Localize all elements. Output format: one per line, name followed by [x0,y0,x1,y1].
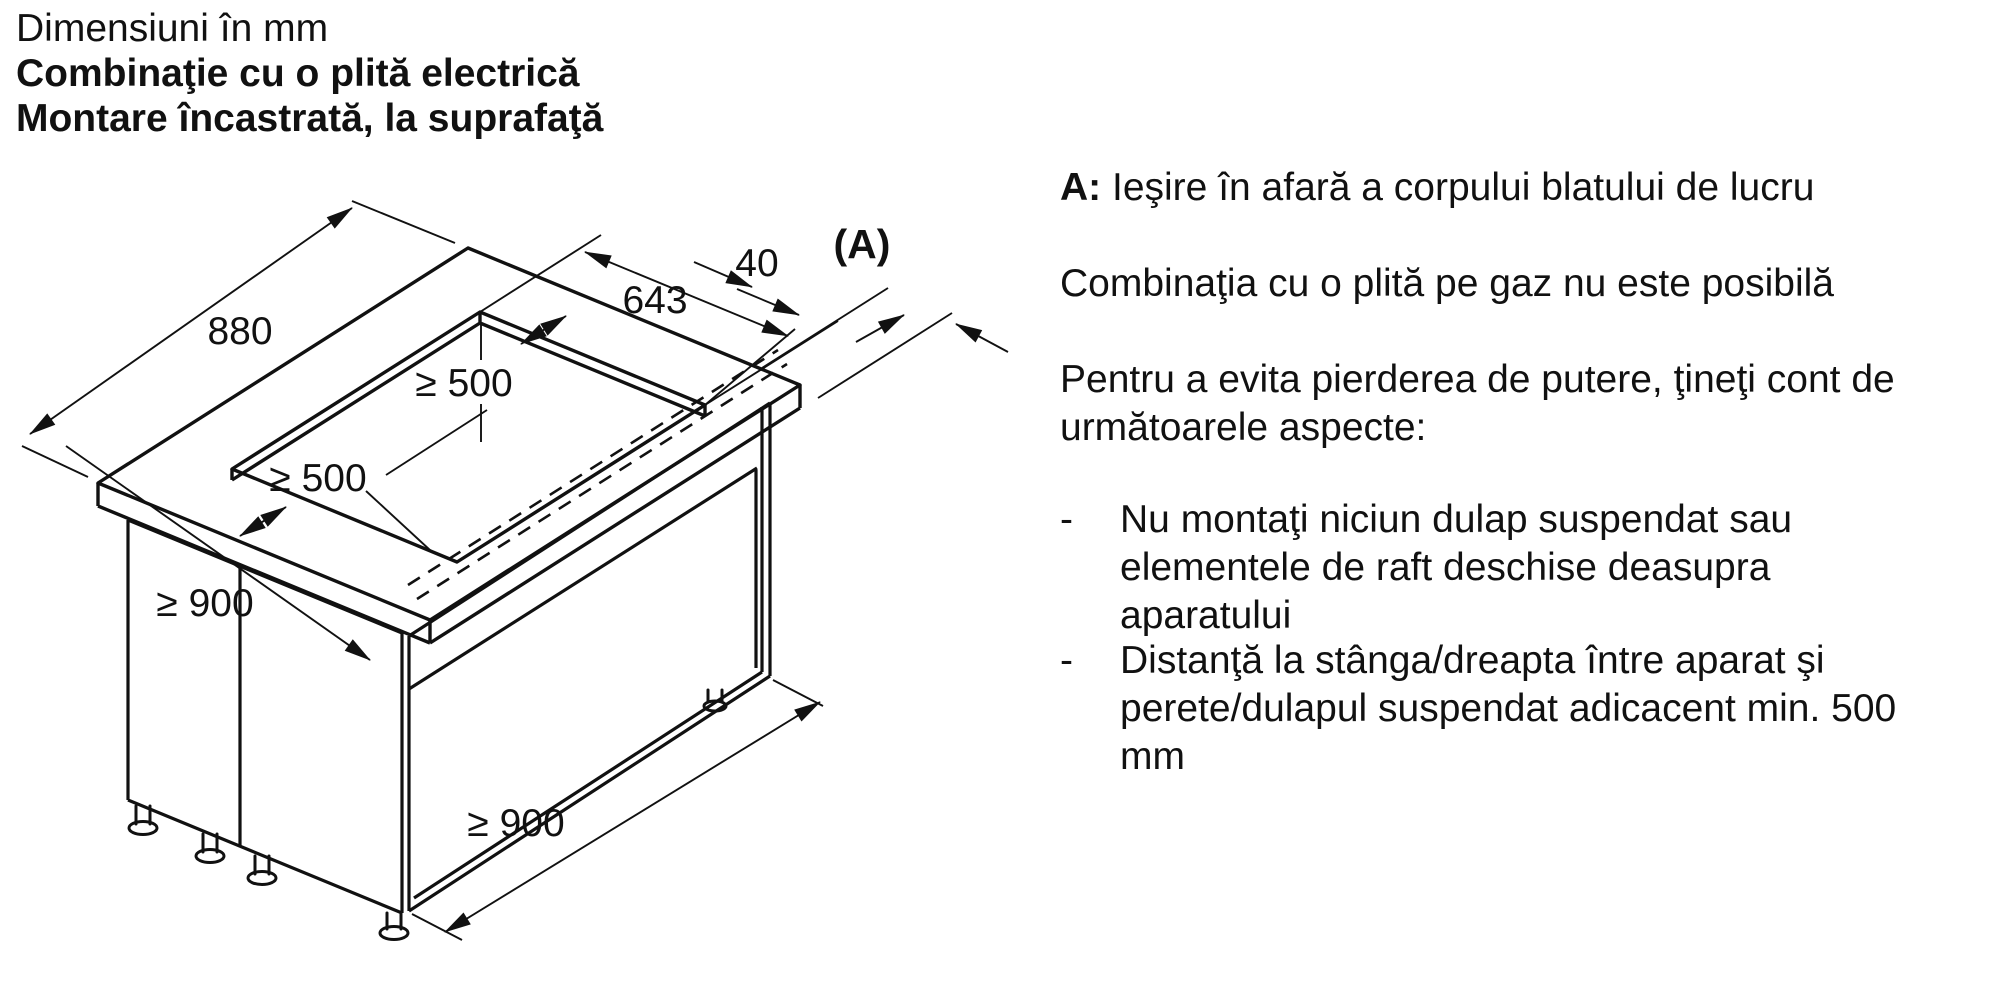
ext-line [761,287,889,369]
bullet-text: Nu montaţi niciun dulap suspendat sau el… [1120,498,1793,637]
ext-line [704,328,796,406]
title-mounting: Montare încastrată, la suprafaţă [16,97,604,140]
foot [127,804,159,836]
dashed-line-outer [416,362,788,601]
ext-line [479,234,602,313]
title-block: Dimensiuni în mm Combinaţie cu o plită e… [16,6,603,141]
appliance-dashed-outline [407,348,788,601]
dim-900-bottom [444,701,821,933]
note-intro: Pentru a evita pierderea de putere, ţine… [1060,358,1895,449]
dashed-line-inner [407,348,779,587]
label-643: 643 [622,279,687,322]
cabinet-left-face [126,518,403,915]
label-880: 880 [207,310,272,353]
cabinet-right-edge [754,403,772,676]
label-min-900-front: ≥ 900 [467,802,564,845]
foot [378,911,410,941]
clearance-arrow [520,315,567,345]
cabinet-opening-bottom-edge [408,670,771,913]
dim-40-arrow [736,288,800,316]
dim-643 [584,251,789,337]
dim-overhang-arrow [855,314,905,343]
label-min-900-left: ≥ 900 [156,582,253,625]
bullet-dash: - [1060,639,1073,682]
bullet-item: - Nu montaţi niciun dulap suspendat sau … [1060,496,1920,640]
dimension-labels: 880 643 40 (A) ≥ 500 ≥ 500 ≥ 900 ≥ 900 [156,221,890,845]
note-gas: Combinaţia cu o plită pe gaz nu este pos… [1060,262,1834,305]
ext-line [772,679,824,707]
title-units: Dimensiuni în mm [16,7,329,50]
bullet-item: - Distanţă la stânga/dreapta între apara… [1060,637,1920,781]
ext-line [411,913,463,941]
dim-40-arrow [693,261,753,288]
note-overhang: A: Ieşire în afară a corpului blatului d… [1060,164,1814,212]
title-combination: Combinaţie cu o plită electrică [16,52,580,95]
note-overhang-text: Ieşire în afară a corpului blatului de l… [1101,166,1815,209]
note-overhang-key: A: [1060,166,1102,209]
base-cabinet [126,401,772,915]
dim-880 [29,207,353,435]
dimension-lines [21,200,1009,941]
label-min-500-left: ≥ 500 [269,457,366,500]
cabinet-opening-top-edge [408,401,771,638]
bullet-text: Distanţă la stânga/dreapta între aparat … [1120,639,1897,778]
hob-cutout-inner-walls [230,312,707,482]
cabinet-front-corner-edge [400,633,411,913]
label-40: 40 [735,242,778,285]
foot [194,832,226,864]
leader-line [365,490,432,552]
dim-900-left [65,445,371,661]
leader-line [385,409,488,476]
ext-line [351,200,456,244]
label-min-500-rear: ≥ 500 [415,362,512,405]
label-overhang-A: (A) [834,221,891,267]
bullet-dash: - [1060,498,1073,541]
cabinet-back-wall-bottom-edge [408,466,758,691]
ext-line [21,445,89,478]
dim-overhang-arrow [955,323,1009,353]
clearance-arrow [239,506,287,537]
foot [246,854,278,886]
ext-line [817,312,953,399]
